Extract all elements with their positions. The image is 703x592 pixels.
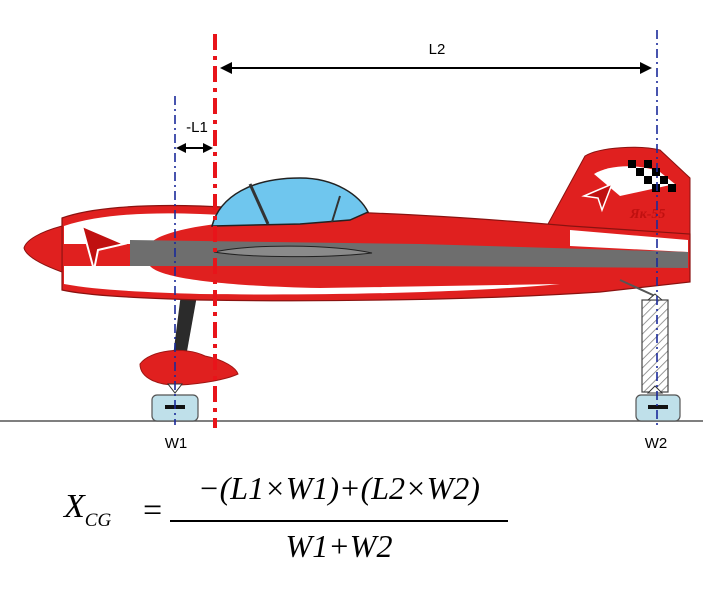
formula-lhs-sub: CG <box>84 510 112 531</box>
checker-pattern <box>628 160 676 192</box>
nose-star-logo <box>80 224 128 271</box>
main-gear-strut <box>172 286 198 368</box>
l2-label: L2 <box>429 41 446 58</box>
formula-numerator: −(L1×W1)+(L2×W2) <box>198 470 480 506</box>
wing-airfoil <box>213 245 373 258</box>
tail-star-logo <box>581 182 614 213</box>
l2-dimension <box>220 62 652 74</box>
wheel-pant <box>139 350 239 386</box>
l1-label: -L1 <box>186 119 208 136</box>
formula-denominator: W1+W2 <box>285 528 393 564</box>
canopy <box>211 177 370 227</box>
tail-stand <box>641 299 669 394</box>
formula-fraction-bar <box>170 520 508 522</box>
w1-label: W1 <box>165 435 188 452</box>
spinner <box>23 225 63 273</box>
l1-dimension <box>176 143 213 153</box>
w2-label: W2 <box>645 435 668 452</box>
tail-logo-text: Як-55 <box>629 207 665 222</box>
formula-lhs-var: X <box>64 488 85 525</box>
formula-equals: = <box>143 492 163 529</box>
formula-lhs: XCG <box>64 488 111 532</box>
